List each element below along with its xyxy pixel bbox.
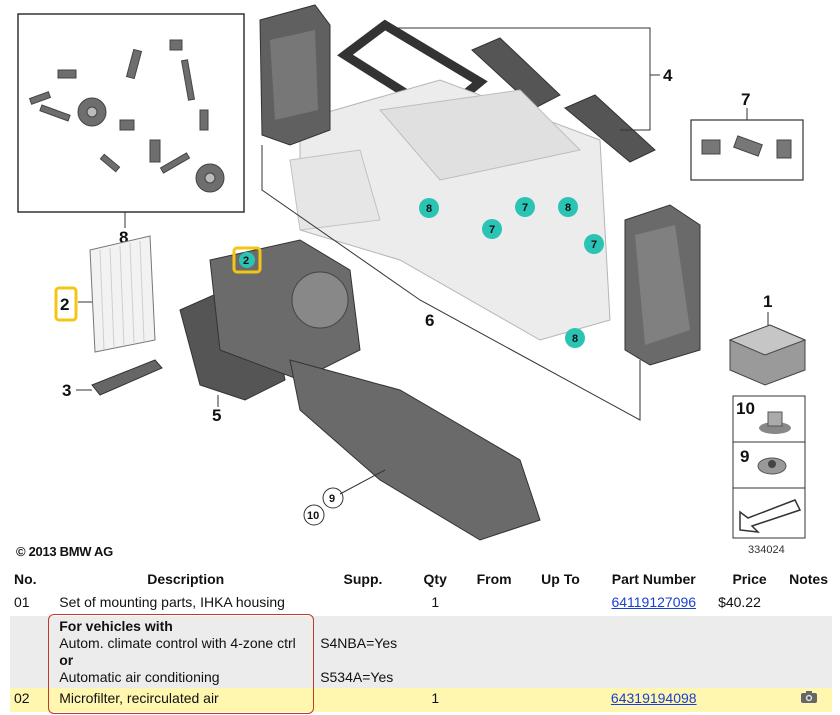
row-supp [316,688,410,712]
callout-5: 5 [212,406,221,425]
callout-7: 7 [741,90,750,109]
row-no: 02 [10,688,56,712]
row-upto [527,592,593,616]
housing-right-section [624,204,701,366]
vehicles-heading: For vehicles with [59,618,173,634]
callout-2-blower-highlight [232,246,262,274]
filter-bracket [91,359,163,396]
callout-2: 2 [60,295,69,314]
diagram-id: 334024 [748,544,785,556]
row-from [461,592,528,616]
vehicles-or: or [59,652,74,668]
col-upto: Up To [527,566,594,592]
row-upto [527,688,594,712]
col-description: Description [55,566,317,592]
row-from [460,688,528,712]
row-qty: 1 [409,688,461,712]
mounting-parts-box [728,324,807,386]
row-notes [785,688,832,712]
row-price [714,688,786,712]
svg-text:8: 8 [572,333,578,345]
col-notes: Notes [785,566,832,592]
part-number-link[interactable]: 64119127096 [611,594,697,610]
row-price: $40.22 [718,594,761,610]
svg-text:2: 2 [243,255,249,267]
parts-table: No. Description Supp. Qty From Up To Par… [10,566,832,712]
svg-text:9: 9 [740,447,749,466]
row-qty: 1 [431,594,440,610]
callout-8: 8 [119,228,128,247]
parts-diagram: 8 7 4 6 5 [17,4,807,541]
legend-boxes: 10 9 [732,395,806,539]
vehicle-option-1-supp: S4NBA=Yes [320,635,398,651]
row-description: Set of mounting parts, IHKA housing [59,594,285,610]
callout-3: 3 [62,381,71,400]
row-supp [316,592,410,616]
col-qty: Qty [409,566,461,592]
microfilter [89,235,156,353]
vehicle-option-2-supp: S534A=Yes [320,669,394,685]
callout-4: 4 [663,66,673,85]
part-number-link[interactable]: 64319194098 [610,690,697,706]
callout-2-highlight [54,286,78,322]
table-header-row: No. Description Supp. Qty From Up To Par… [10,566,832,592]
svg-text:7: 7 [591,239,597,251]
blower-housing [179,239,541,541]
col-from: From [460,566,528,592]
vehicle-option-2: Automatic air conditioning [59,669,220,685]
callout-9: 9 [329,493,335,505]
svg-text:7: 7 [489,224,495,236]
col-part-number: Part Number [593,566,715,592]
col-supp: Supp. [316,566,410,592]
housing-left-section [259,4,331,146]
copyright-notice: © 2013 BMW AG [16,544,113,559]
svg-text:7: 7 [522,202,528,214]
table-row: 01 Set of mounting parts, IHKA housing 1… [10,592,832,616]
camera-icon[interactable] [800,690,818,704]
callout-6: 6 [425,311,434,330]
svg-text:10: 10 [736,399,755,418]
vehicle-option-1: Autom. climate control with 4-zone ctrl [59,635,296,651]
ihka-housing [289,79,611,341]
col-no: No. [10,566,56,592]
row-notes [785,592,832,616]
teal-callouts: 8 7 8 7 7 8 [419,197,604,348]
inset-small-parts [17,13,245,213]
table-row-highlighted: 02 Microfilter, recirculated air 1 64319… [10,688,832,712]
row-no: 01 [14,594,30,610]
callout-10: 10 [307,510,319,522]
row-description: Microfilter, recirculated air [55,688,317,712]
svg-text:8: 8 [565,202,571,214]
filter-frames [337,19,656,163]
inset-clips [690,119,804,181]
callout-1: 1 [763,292,772,311]
vehicle-conditions-row: For vehicles with Autom. climate control… [10,616,832,688]
col-price: Price [714,566,786,592]
svg-text:8: 8 [426,203,432,215]
